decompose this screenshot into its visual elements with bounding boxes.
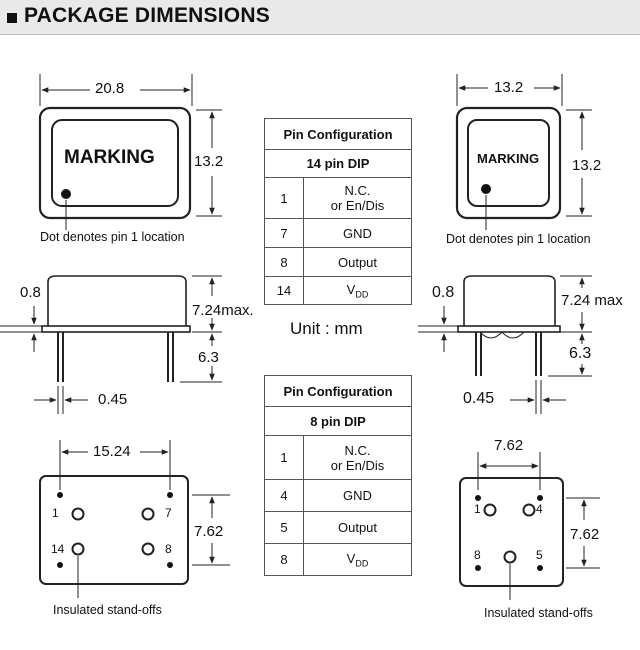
section-title: PACKAGE DIMENSIONS — [24, 4, 270, 27]
standoff-dimension-8pin: 0.8 — [432, 284, 455, 301]
pin-cell: 4 — [264, 479, 304, 512]
body-height-14pin: 7.24max. — [192, 302, 254, 319]
vdd-subscript: DD — [355, 289, 369, 300]
bottom-view-14pin — [39, 440, 230, 598]
pin-cell: 14 — [264, 276, 304, 305]
vdd-label: V — [346, 550, 356, 566]
pin-cell: 1 — [264, 177, 304, 219]
function-cell: Output — [303, 511, 412, 544]
function-cell: VDD — [303, 543, 412, 576]
function-cell: N.C. or En/Dis — [303, 435, 412, 480]
pin1-note-8pin: Dot denotes pin 1 location — [446, 232, 591, 246]
pin-spacing-x-14pin: 15.24 — [93, 443, 131, 460]
pin1-dot-icon — [481, 184, 491, 194]
unit-label: Unit : mm — [290, 319, 363, 338]
height-dimension-8pin: 13.2 — [572, 157, 602, 174]
vdd-subscript: DD — [355, 558, 369, 569]
pin-number: 14 — [51, 542, 65, 556]
function-cell: Output — [303, 247, 412, 277]
bullet-square-icon — [7, 13, 17, 23]
pin-cell: 7 — [264, 218, 304, 248]
pin-config-table-8pin: Pin Configuration 8 pin DIP 1 N.C. or En… — [264, 375, 412, 576]
table-row: 7 GND — [264, 218, 412, 248]
table-subtitle: 8 pin DIP — [264, 406, 412, 436]
pin1-note-14pin: Dot denotes pin 1 location — [40, 230, 185, 244]
marking-label-8pin: MARKING — [477, 151, 540, 166]
table-row: 8 Output — [264, 247, 412, 277]
pin-number: 8 — [165, 542, 172, 556]
lead-length-8pin: 6.3 — [569, 345, 592, 362]
side-view-14pin — [0, 275, 222, 414]
top-view-8pin — [455, 74, 592, 230]
pin-cell: 5 — [264, 511, 304, 544]
body-height-8pin: 7.24 max — [561, 292, 623, 309]
table-row: 8 VDD — [264, 543, 412, 576]
pin-number: 7 — [165, 506, 172, 520]
top-view-14pin — [38, 74, 222, 230]
table-row: 14 VDD — [264, 276, 412, 305]
lead-width-14pin: 0.45 — [98, 391, 128, 408]
pin-number: 4 — [536, 502, 543, 516]
function-line: or En/Dis — [330, 457, 385, 473]
function-cell: GND — [303, 479, 412, 512]
section-header: PACKAGE DIMENSIONS — [0, 0, 640, 35]
width-dimension-14pin: 20.8 — [95, 80, 125, 97]
table-title: Pin Configuration — [264, 375, 412, 407]
side-view-8pin — [418, 275, 592, 414]
lead-width-8pin: 0.45 — [463, 390, 495, 407]
function-cell: GND — [303, 218, 412, 248]
function-line: or En/Dis — [330, 198, 385, 213]
pin-spacing-y-14pin: 7.62 — [194, 523, 224, 540]
pin-cell: 8 — [264, 247, 304, 277]
table-subtitle: 14 pin DIP — [264, 149, 412, 178]
pin-config-table-14pin: Pin Configuration 14 pin DIP 1 N.C. or E… — [264, 118, 412, 305]
pin-cell: 8 — [264, 543, 304, 576]
pin-spacing-y-8pin: 7.62 — [570, 526, 600, 543]
function-line: N.C. — [344, 183, 371, 198]
pin-cell: 1 — [264, 435, 304, 480]
function-line: N.C. — [344, 442, 371, 458]
function-cell: N.C. or En/Dis — [303, 177, 412, 219]
table-row: 1 N.C. or En/Dis — [264, 435, 412, 480]
pin1-dot-icon — [61, 189, 71, 199]
table-row: 4 GND — [264, 479, 412, 512]
lead-length-14pin: 6.3 — [198, 349, 219, 366]
marking-label-14pin: MARKING — [64, 147, 155, 168]
table-title: Pin Configuration — [264, 118, 412, 150]
bottom-view-8pin — [459, 452, 600, 600]
pin-number: 5 — [536, 548, 543, 562]
pin-number: 1 — [474, 502, 481, 516]
standoffs-note-14pin: Insulated stand-offs — [53, 603, 162, 617]
width-dimension-8pin: 13.2 — [494, 79, 524, 96]
table-row: 1 N.C. or En/Dis — [264, 177, 412, 219]
table-row: 5 Output — [264, 511, 412, 544]
standoff-dimension-14pin: 0.8 — [20, 284, 41, 301]
vdd-label: V — [346, 281, 356, 297]
pin-number: 8 — [474, 548, 481, 562]
standoffs-note-8pin: Insulated stand-offs — [484, 606, 593, 620]
height-dimension-14pin: 13.2 — [194, 153, 224, 170]
pin-number: 1 — [52, 506, 59, 520]
function-cell: VDD — [303, 276, 412, 305]
pin-spacing-x-8pin: 7.62 — [494, 437, 524, 454]
